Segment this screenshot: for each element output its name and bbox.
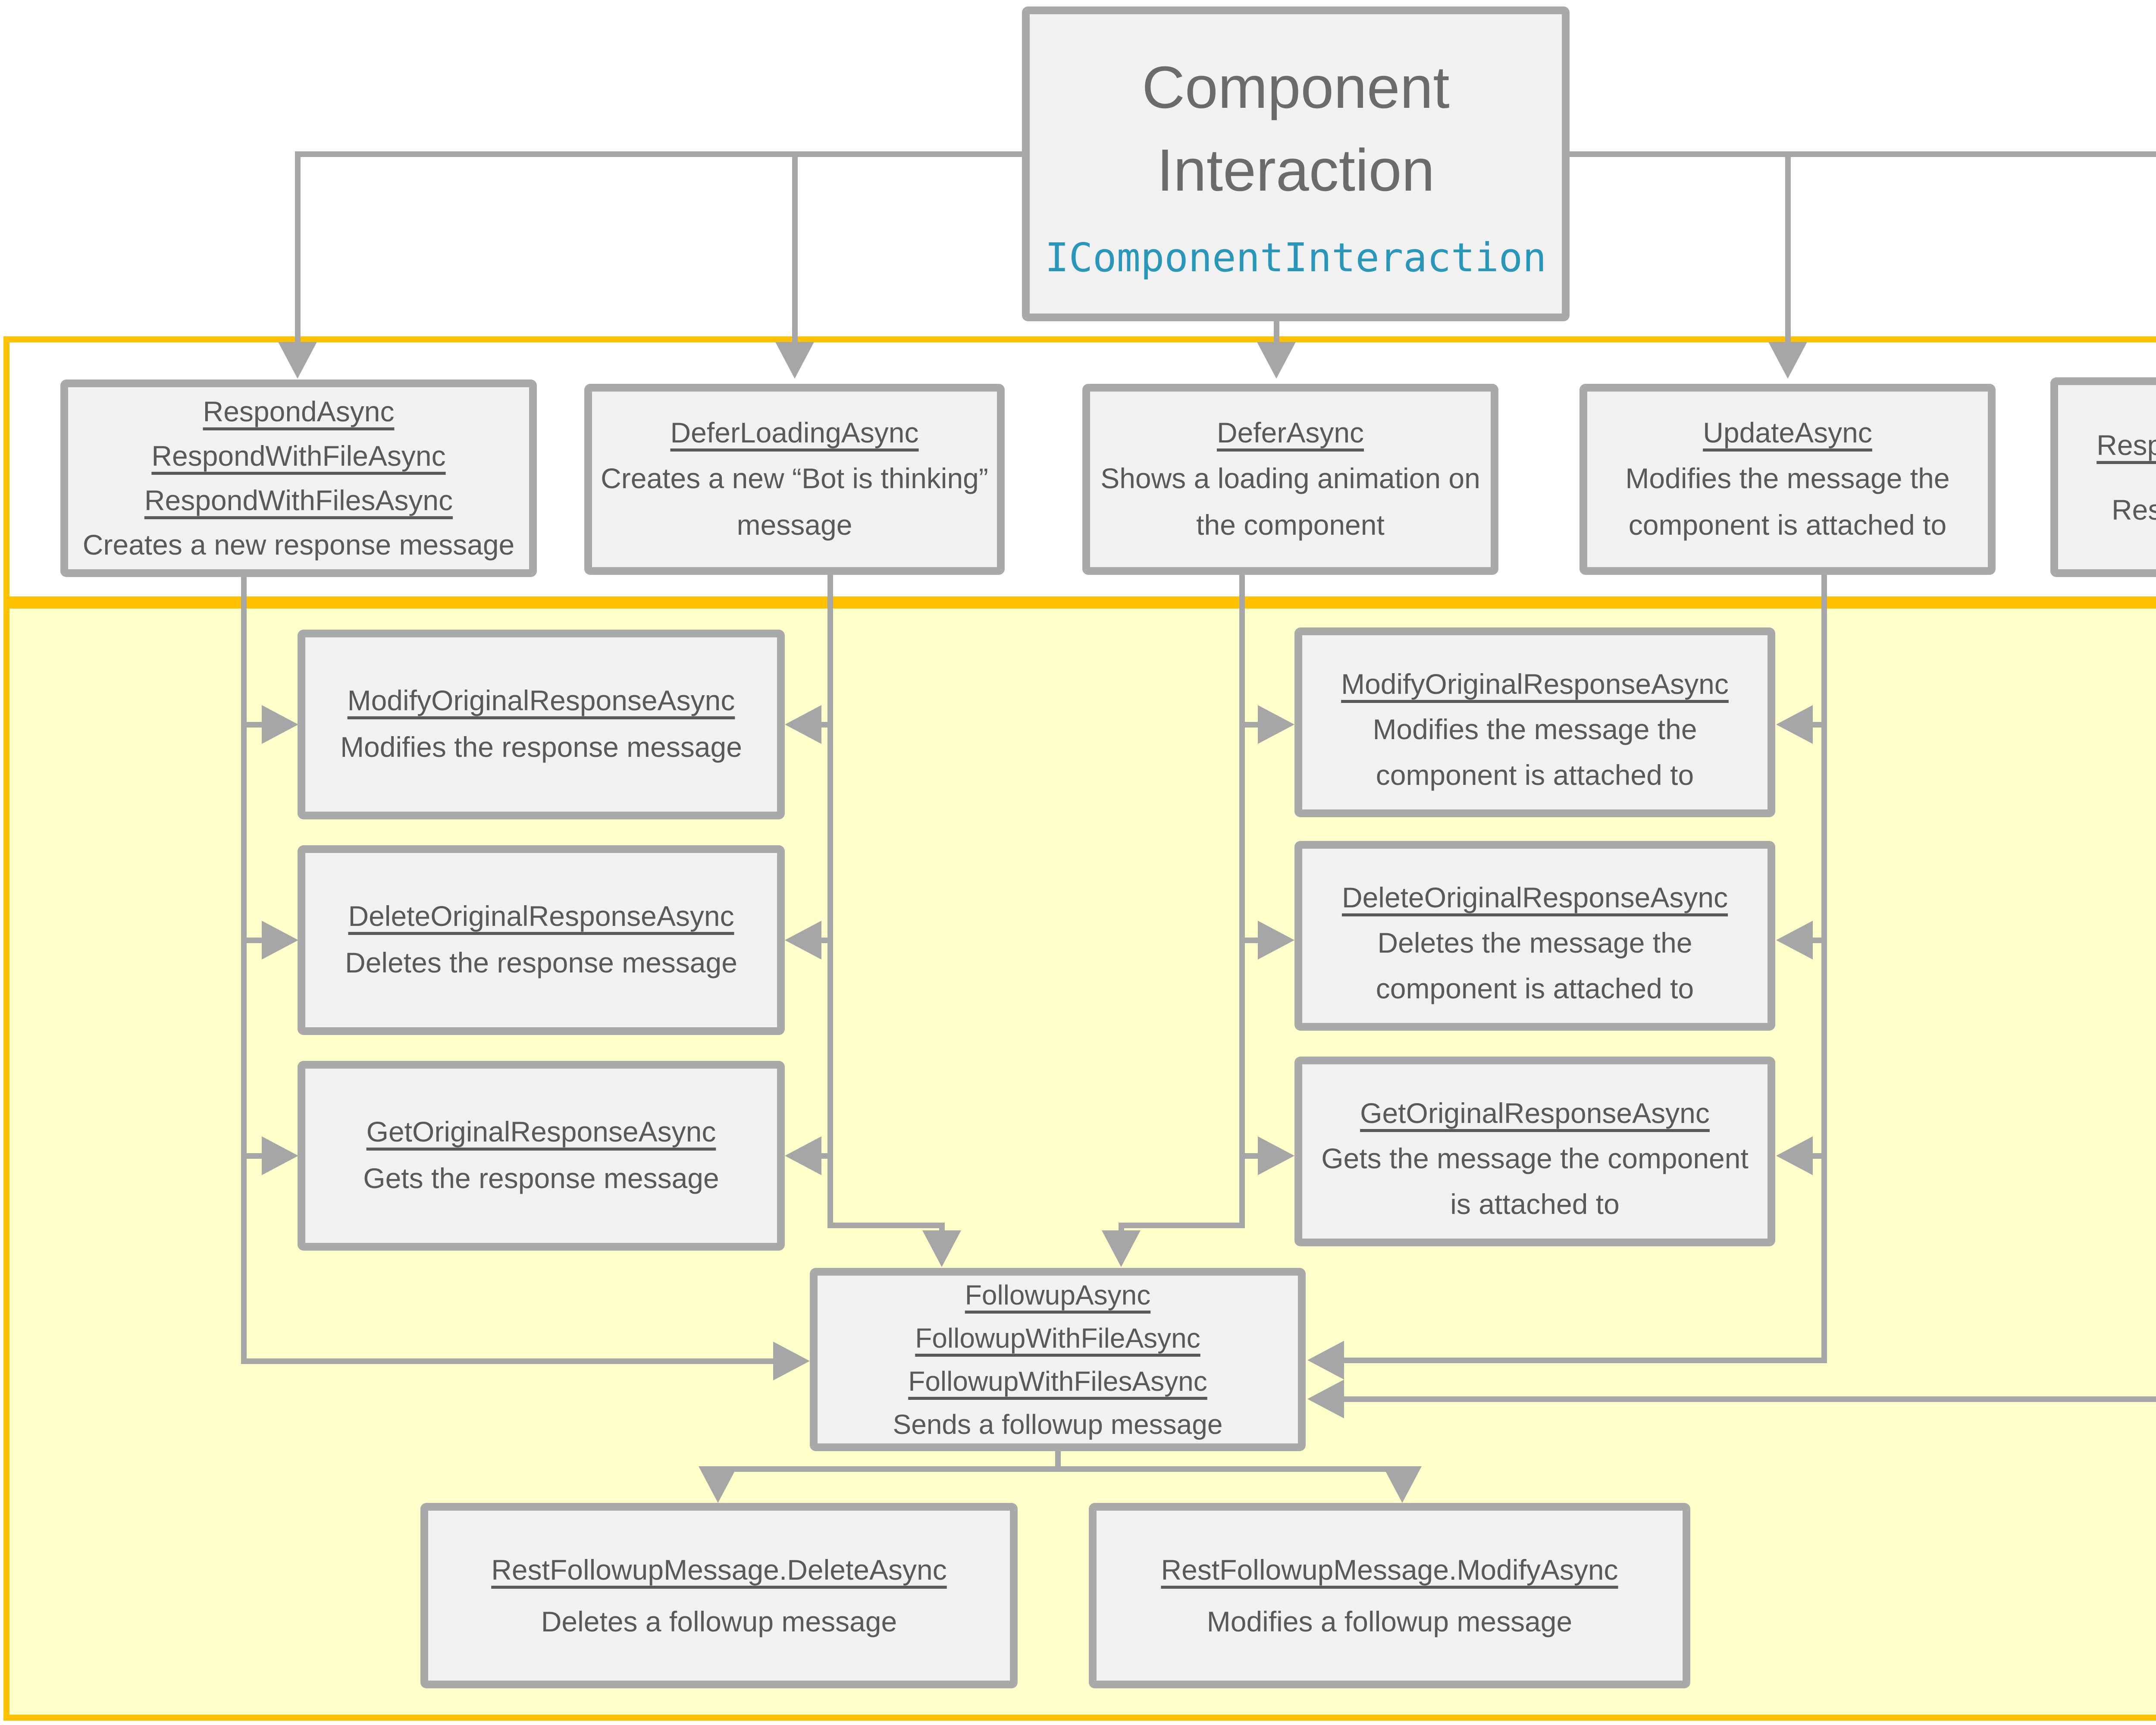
method-name: DeferAsync	[1216, 417, 1364, 448]
arrowhead-r	[262, 1136, 298, 1175]
method-name: FollowupAsync	[965, 1279, 1151, 1311]
method-description: Modifies a followup message	[1206, 1606, 1573, 1637]
arrowhead-l	[1307, 1380, 1344, 1418]
method-description: Shows a loading animation on the compone…	[1100, 462, 1480, 541]
arrowhead-l	[785, 705, 821, 744]
arrowhead-r	[262, 705, 298, 744]
method-description: Deletes the response message	[345, 946, 737, 979]
connector-line	[1821, 574, 1827, 1363]
method-description: Modifies the message the component is at…	[1373, 713, 1697, 791]
connector-line	[241, 722, 265, 728]
connector-line	[1119, 1223, 1245, 1228]
node-modify-original-response-component: ModifyOriginalResponseAsync Modifies the…	[1294, 627, 1775, 817]
node-rest-followup-delete: RestFollowupMessage.DeleteAsync Deletes …	[420, 1503, 1018, 1688]
arrowhead-r	[773, 1342, 810, 1380]
connector-line	[1813, 938, 1827, 943]
method-name: RestFollowupMessage.DeleteAsync	[491, 1554, 947, 1586]
connector-line	[1813, 722, 1827, 728]
connector-line	[241, 1358, 778, 1364]
connector-line	[241, 576, 247, 1364]
method-name: DeleteOriginalResponseAsync	[1341, 881, 1728, 913]
arrowhead-d	[1383, 1466, 1422, 1503]
interface-name: IComponentInteraction	[1045, 235, 1547, 281]
arrowhead-d	[922, 1230, 961, 1267]
arrowhead-l	[1307, 1341, 1344, 1380]
arrowhead-l	[785, 1136, 821, 1175]
node-rest-followup-modify: RestFollowupMessage.ModifyAsync Modifies…	[1089, 1503, 1690, 1688]
method-name: RespondWithModalAsync	[2096, 429, 2156, 461]
method-name: RespondAsync	[203, 395, 395, 427]
method-name: UpdateAsync	[1703, 417, 1872, 448]
arrowhead-l	[1776, 1136, 1813, 1175]
node-defer-async: DeferAsync Shows a loading animation on …	[1082, 384, 1498, 575]
method-name: RespondWithFilesAsync	[144, 484, 453, 516]
arrowhead-d	[699, 1466, 737, 1503]
method-name: DeleteOriginalResponseAsync	[348, 900, 734, 932]
connector-line	[1341, 1396, 2156, 1402]
arrowhead-r	[262, 921, 298, 960]
method-description: Modifies the message the component is at…	[1625, 462, 1950, 541]
connector-line	[1274, 321, 1279, 345]
method-description: Creates a new response message	[82, 529, 515, 561]
method-name: RespondWithFileAsync	[151, 440, 446, 472]
connector-line	[818, 722, 833, 728]
arrowhead-d	[775, 342, 814, 379]
arrowhead-l	[1776, 921, 1813, 960]
method-name: FollowupWithFilesAsync	[908, 1365, 1207, 1397]
arrowhead-l	[785, 921, 821, 960]
node-get-original-response: GetOriginalResponseAsync Gets the respon…	[298, 1061, 785, 1251]
method-name: DeferLoadingAsync	[670, 417, 919, 448]
method-name: ModifyOriginalResponseAsync	[347, 684, 735, 716]
arrowhead-d	[1102, 1230, 1141, 1267]
node-followup-async: FollowupAsync FollowupWithFileAsync Foll…	[810, 1268, 1306, 1451]
node-respond-async: RespondAsync RespondWithFileAsync Respon…	[60, 380, 537, 577]
diagram-title: Component Interaction	[1142, 54, 1450, 204]
method-name: RestFollowupMessage.ModifyAsync	[1161, 1554, 1618, 1586]
node-delete-original-response: DeleteOriginalResponseAsync Deletes the …	[298, 845, 785, 1035]
connector-line	[241, 1153, 265, 1159]
node-delete-original-response-component: DeleteOriginalResponseAsync Deletes the …	[1294, 841, 1775, 1031]
connector-line	[295, 151, 301, 345]
arrowhead-d	[278, 342, 317, 379]
connector-line	[1341, 1358, 1827, 1363]
node-respond-with-modal-async: RespondWithModalAsync Responds with a mo…	[2050, 377, 2156, 577]
method-description: Deletes a followup message	[541, 1606, 897, 1637]
connector-line	[827, 1223, 945, 1228]
connector-line	[715, 1466, 1405, 1472]
connector-line	[818, 1153, 833, 1159]
connector-line	[827, 574, 833, 1228]
node-get-original-response-component: GetOriginalResponseAsync Gets the messag…	[1294, 1057, 1775, 1246]
method-name: FollowupWithFileAsync	[915, 1322, 1200, 1354]
connector-line	[792, 151, 798, 345]
connector-line	[818, 938, 833, 943]
method-description: Creates a new “Bot is thinking” message	[601, 462, 988, 541]
arrowhead-d	[1257, 342, 1296, 379]
arrowhead-l	[1776, 705, 1813, 744]
method-description: Modifies the response message	[340, 731, 742, 763]
method-name: GetOriginalResponseAsync	[1360, 1097, 1710, 1129]
connector-line	[1785, 151, 1791, 345]
method-description: Responds with a modal	[2111, 493, 2156, 526]
arrowhead-r	[1258, 705, 1294, 744]
node-modify-original-response: ModifyOriginalResponseAsync Modifies the…	[298, 630, 785, 819]
connector-line	[1245, 938, 1260, 943]
connector-line	[1239, 574, 1245, 1228]
node-defer-loading-async: DeferLoadingAsync Creates a new “Bot is …	[584, 384, 1005, 575]
connector-line	[1245, 1153, 1260, 1159]
method-name: GetOriginalResponseAsync	[366, 1115, 716, 1148]
node-component-interaction: Component Interaction IComponentInteract…	[1022, 6, 1570, 321]
method-description: Gets the response message	[363, 1162, 719, 1194]
connector-line	[241, 938, 265, 943]
method-description: Sends a followup message	[893, 1408, 1223, 1440]
arrowhead-d	[1768, 342, 1807, 379]
arrowhead-r	[1258, 921, 1294, 960]
arrowhead-r	[1258, 1136, 1294, 1175]
method-name: ModifyOriginalResponseAsync	[1341, 668, 1729, 700]
node-update-async: UpdateAsync Modifies the message the com…	[1579, 384, 1996, 575]
method-description: Deletes the message the component is att…	[1376, 927, 1694, 1004]
connector-line	[1813, 1153, 1827, 1159]
method-description: Gets the message the component is attach…	[1321, 1142, 1749, 1220]
connector-line	[1245, 722, 1260, 728]
